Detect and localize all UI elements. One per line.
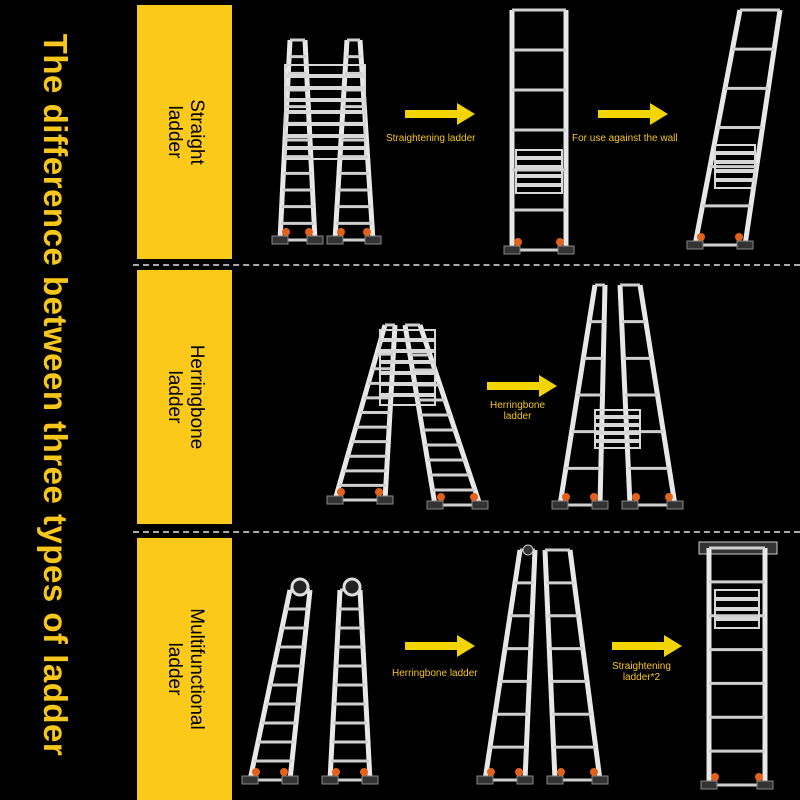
telescopic-ladder-icon: [503, 8, 575, 255]
telescopic-ladder-icon: [476, 544, 609, 785]
panel-label-straight: Straight ladder: [163, 99, 207, 165]
panel-label-multifunctional: Multifunctional ladder: [163, 608, 207, 730]
arrow-right-icon: [612, 635, 682, 657]
arrow-label: For use against the wall: [572, 133, 678, 144]
panel-multifunctional-ladder: Multifunctional ladder: [137, 538, 232, 800]
arrow-right-icon: [598, 103, 668, 125]
side-title: The difference between three types of la…: [0, 0, 110, 800]
telescopic-ladder-icon: [686, 8, 783, 250]
arrow-label: Herringbone ladder: [392, 668, 478, 679]
panel-straight-ladder: Straight ladder: [137, 5, 232, 259]
panel-label-herringbone: Herringbone ladder: [163, 344, 207, 450]
side-title-text: The difference between three types of la…: [37, 33, 74, 757]
telescopic-ladder-icon: [551, 283, 684, 510]
arrow-label: Herringbone ladder: [490, 400, 546, 422]
telescopic-ladder-icon: [326, 323, 489, 510]
arrow-right-icon: [405, 103, 475, 125]
arrow-right-icon: [487, 375, 557, 397]
arrow-label: Straightening ladder: [386, 133, 476, 144]
section-divider: [133, 264, 800, 266]
panel-herringbone-ladder: Herringbone ladder: [137, 270, 232, 524]
arrow-right-icon: [405, 635, 475, 657]
telescopic-ladder-icon: [271, 38, 382, 245]
arrow-label: Straightening ladder*2: [612, 661, 671, 683]
section-divider: [133, 531, 800, 533]
telescopic-ladder-icon: [698, 541, 778, 790]
telescopic-ladder-icon: [241, 577, 379, 785]
